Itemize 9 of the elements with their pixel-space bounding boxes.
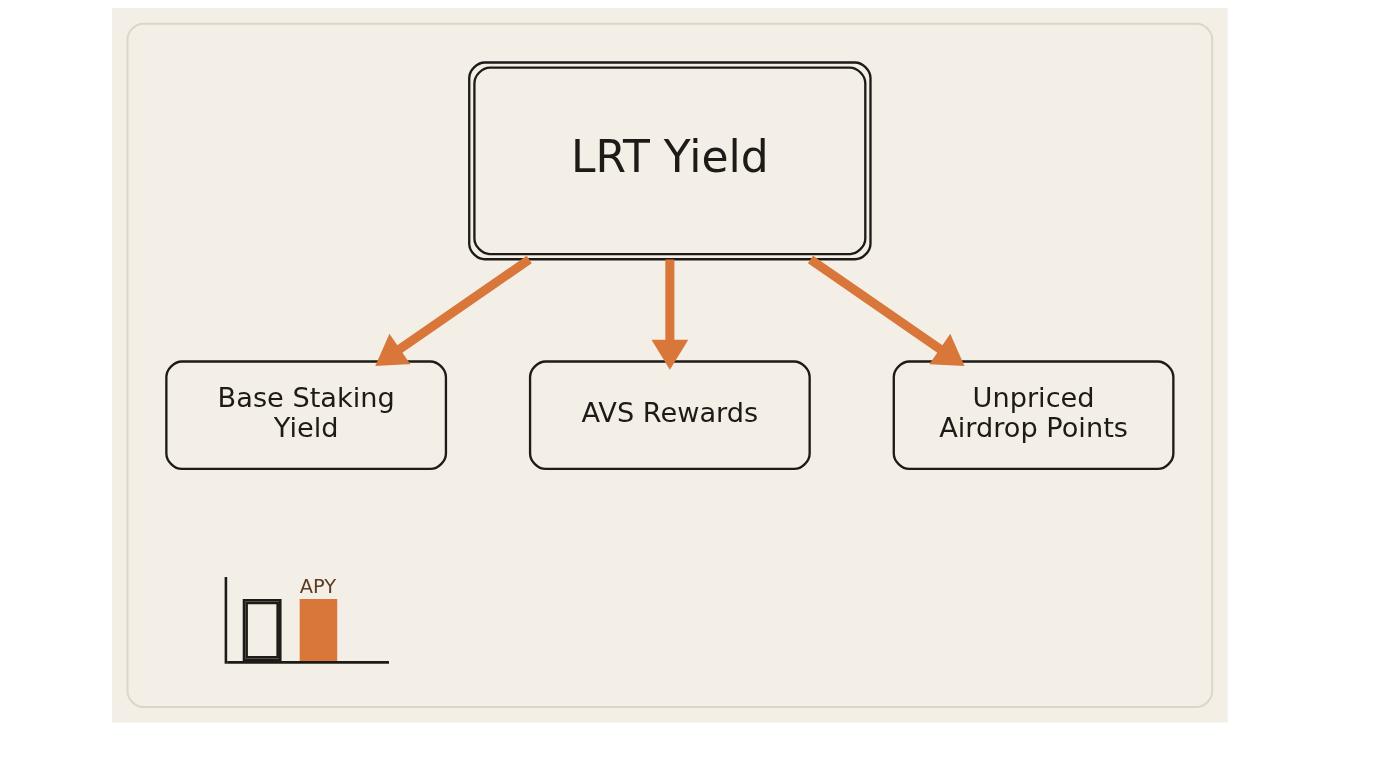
- node-box: Base Staking Yield: [164, 360, 447, 471]
- arrow: [374, 255, 532, 367]
- cluster: [126, 22, 1213, 709]
- label: APY: [299, 574, 336, 598]
- arrow: [650, 259, 688, 370]
- arrow: [807, 255, 964, 367]
- node-box: AVS Rewards: [528, 360, 811, 471]
- node-box: LRT Yield: [467, 61, 872, 261]
- node-box: Unpriced Airdrop Points: [892, 360, 1175, 471]
